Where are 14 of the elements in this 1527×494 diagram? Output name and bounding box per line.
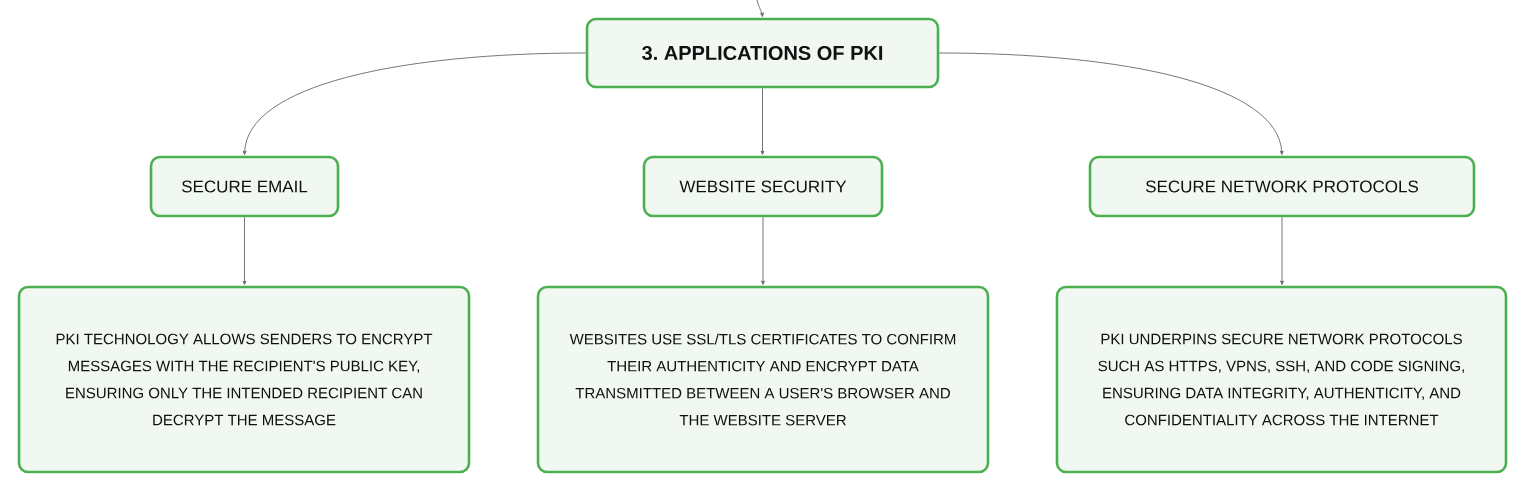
category-box: WEBSITE SECURITY: [642, 155, 884, 218]
connector-arrow: [760, 87, 765, 155]
connector-arrow: [242, 216, 247, 285]
connector-arrow: [761, 216, 765, 285]
connector-arrow: [938, 52, 1284, 155]
description-box: PKI TECHNOLOGY ALLOWS SENDERS TO ENCRYPT MESSAGES WITH THE RECIPIENT'S PUBLIC KEY, ENSURING ONLY THE INTENDED RECIPIENT CAN DECRYPT THE MESSAGE: [17, 285, 471, 474]
category-box: SECURE NETWORK PROTOCOLS: [1088, 155, 1476, 218]
description-box: WEBSITES USE SSL/TLS CERTIFICATES TO CONFIRM THEIR AUTHENTICITY AND ENCRYPT DATA TRANSMITTED BETWEEN A USER'S BROWSER AND THE WEBSITE SERVER: [536, 285, 990, 474]
category-box: SECURE EMAIL: [149, 155, 340, 218]
connector-arrow: [756, 0, 764, 17]
heading-box: 3. APPLICATIONS OF PKI: [585, 17, 940, 89]
description-box: PKI UNDERPINS SECURE NETWORK PROTOCOLS SUCH AS HTTPS, VPNS, SSH, AND CODE SIGNING, ENSURING DATA INTEGRITY, AUTHENTICITY, AND CONFIDENTIALITY ACROSS THE INTERNET: [1055, 285, 1508, 474]
connector-arrow: [1280, 216, 1284, 285]
connector-arrow: [242, 52, 587, 155]
